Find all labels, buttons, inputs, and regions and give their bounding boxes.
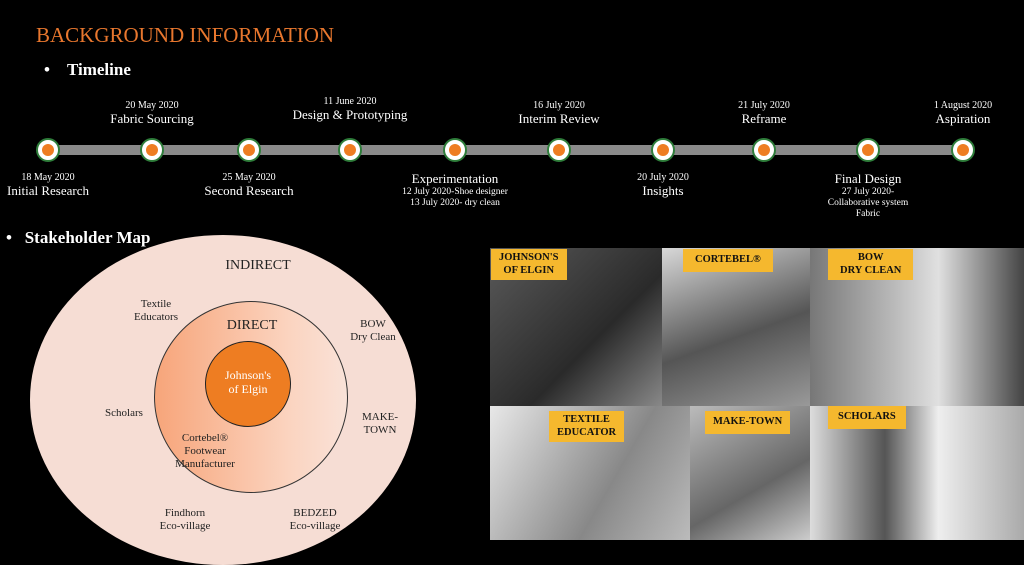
- timeline-date: 20 May 2020: [125, 100, 179, 111]
- l1: JOHNSON'S: [499, 252, 559, 263]
- l2: DRY CLEAN: [840, 264, 902, 276]
- l2: TOWN: [363, 424, 397, 437]
- timeline-title: Interim Review: [518, 110, 600, 126]
- timeline-title: Final Design: [834, 171, 902, 186]
- timeline-title: Design & Prototyping: [292, 106, 408, 122]
- timeline-title: Initial Research: [7, 182, 89, 198]
- timeline-node: [547, 138, 571, 162]
- maketown-label: MAKE-TOWN: [362, 411, 398, 437]
- timeline-node: [36, 138, 60, 162]
- timeline-title: Experimentation: [411, 171, 499, 186]
- l3: Manufacturer: [175, 458, 235, 471]
- stakeholder-heading: • Stakeholder Map: [6, 228, 151, 248]
- l1: BOW: [360, 318, 386, 330]
- l2: Eco-village: [289, 520, 341, 533]
- direct-label: DIRECT: [226, 318, 278, 333]
- stakeholder-heading-text: Stakeholder Map: [24, 228, 151, 247]
- l1: TEXTILE: [563, 414, 610, 425]
- timeline-heading-text: Timeline: [66, 60, 131, 79]
- tag-cortebel: CORTEBEL®: [683, 249, 773, 272]
- timeline-date: 16 July 2020: [533, 100, 585, 111]
- indirect-label: INDIRECT: [225, 258, 291, 273]
- timeline-node: [651, 138, 675, 162]
- l2: Eco-village: [159, 520, 211, 533]
- timeline-sub1: 27 July 2020-: [841, 186, 895, 197]
- timeline-date: 1 August 2020: [933, 100, 993, 111]
- tag-scholars: SCHOLARS: [828, 406, 906, 429]
- page-title: BACKGROUND INFORMATION: [36, 23, 335, 47]
- timeline-title: Aspiration: [935, 110, 991, 126]
- timeline-title: Insights: [642, 182, 684, 198]
- direct-circle: [154, 301, 348, 493]
- timeline-sub2: 13 July 2020- dry clean: [410, 197, 500, 208]
- timeline-title: Fabric Sourcing: [110, 110, 194, 126]
- l2: Educators: [134, 311, 178, 324]
- l1: MAKE-: [361, 411, 399, 423]
- timeline-date: 11 June 2020: [323, 96, 377, 107]
- timeline-node: [443, 138, 467, 162]
- timeline-date: 21 July 2020: [738, 100, 790, 111]
- timeline-node: [951, 138, 975, 162]
- timeline-title: Second Research: [204, 182, 294, 198]
- timeline-sub2: Collaborative system: [827, 197, 909, 208]
- photo-cortebel: [662, 248, 810, 406]
- timeline-node: [752, 138, 776, 162]
- timeline-node: [856, 138, 880, 162]
- center-circle: [205, 341, 291, 427]
- timeline-node: [237, 138, 261, 162]
- l1: BEDZED: [293, 507, 337, 519]
- timeline-date: 20 July 2020: [637, 172, 689, 183]
- timeline-date: 25 May 2020: [222, 172, 276, 183]
- tag-maketown: MAKE-TOWN: [705, 411, 791, 434]
- center-line1: Johnson's: [224, 368, 272, 382]
- l2: Dry Clean: [350, 331, 396, 344]
- l2: OF ELGIN: [503, 264, 555, 276]
- timeline-sub3: Fabric: [855, 208, 881, 219]
- timeline-bar: [48, 145, 964, 155]
- center-line2: of Elgin: [228, 382, 268, 397]
- timeline-heading: • Timeline: [44, 60, 131, 80]
- timeline-node: [140, 138, 164, 162]
- l1: BOW: [857, 252, 884, 263]
- scholars-label: Scholars: [105, 407, 143, 419]
- timeline-date: 18 May 2020: [21, 172, 75, 183]
- bullet: •: [44, 60, 50, 79]
- l1: Findhorn: [164, 507, 206, 519]
- l2: Footwear: [184, 445, 226, 458]
- l1: Textile: [140, 298, 172, 310]
- l1: Cortebel®: [181, 432, 229, 444]
- l2: EDUCATOR: [557, 426, 617, 438]
- bullet: •: [6, 228, 12, 247]
- timeline-title: Reframe: [741, 110, 787, 126]
- timeline-sub1: 12 July 2020-Shoe designer: [402, 186, 508, 197]
- timeline-node: [338, 138, 362, 162]
